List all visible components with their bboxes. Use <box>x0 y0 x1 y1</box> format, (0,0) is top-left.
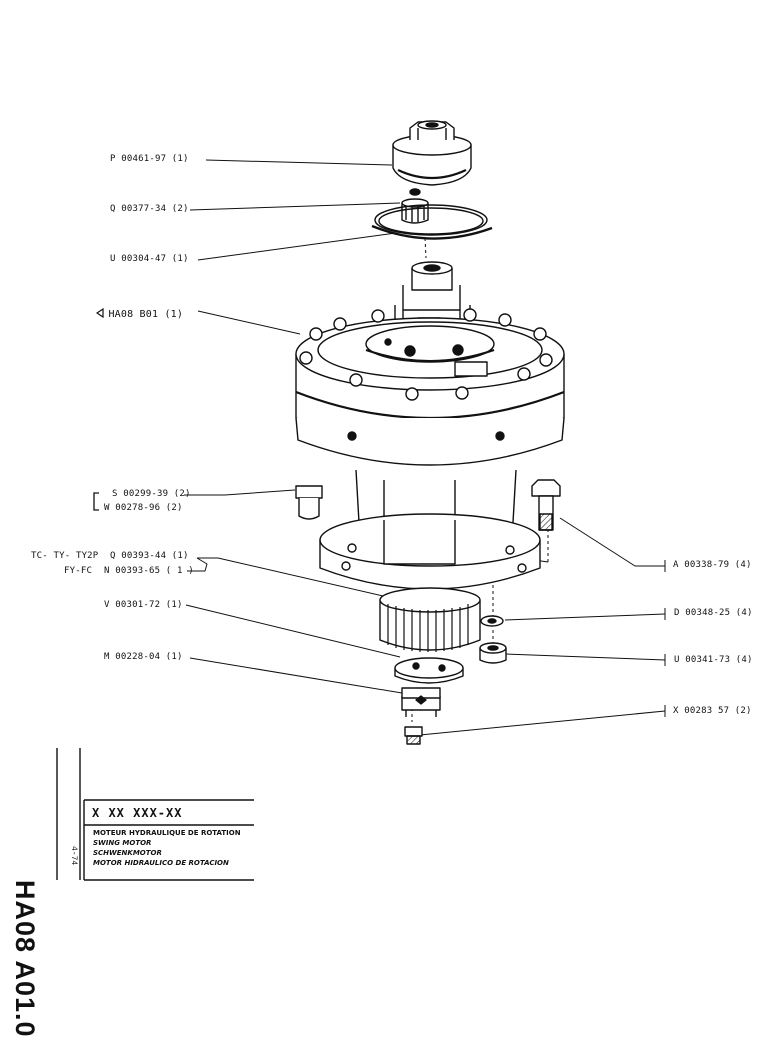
callout-pinion-cap: P 00461-97 (1) <box>110 154 189 164</box>
drawing-code: HA08 A01.0 <box>10 880 40 1038</box>
callout-gear-n: N 00393-65 ( 1 ) <box>104 566 194 576</box>
motor-lower-body <box>319 469 541 590</box>
thrust-washer-part <box>394 657 464 684</box>
callout-gear-q-prefix: TC- TY- TY2P <box>31 551 99 561</box>
nut-part <box>479 642 507 664</box>
screw-part <box>404 726 423 745</box>
callout-valve: Q 00377-34 (2) <box>110 204 189 214</box>
callout-washer-d: D 00348-25 (4) <box>674 608 753 618</box>
pinion-cap-part <box>392 120 472 186</box>
o-ring-part <box>371 204 493 240</box>
callout-gear-n-prefix: FY-FC <box>64 566 93 576</box>
callout-stud-s: S 00299-39 (2) <box>112 489 191 499</box>
lock-plate-part <box>401 687 441 717</box>
housing-bolts <box>299 308 553 401</box>
bolt-part <box>531 479 561 531</box>
motor-housing <box>295 308 565 466</box>
description-en: SWING MOTOR <box>93 839 152 847</box>
stud-part <box>295 485 323 520</box>
callout-screw-x: X 00283 57 (2) <box>673 706 752 716</box>
drawing-date: 4-74 <box>69 846 78 866</box>
description-de: SCHWENKMOTOR <box>93 849 162 857</box>
output-shaft <box>394 261 473 349</box>
callout-nut-u: U 00341-73 (4) <box>674 655 753 665</box>
description-es: MOTOR HIDRAULICO DE ROTACION <box>93 859 229 867</box>
assembly-triangle-icon <box>95 307 104 318</box>
callout-motor-assembly: HA08 B01 (1) <box>95 304 184 322</box>
motor-assembly-label: HA08 B01 (1) <box>108 309 184 320</box>
spring-washer-part <box>480 615 504 627</box>
bracket-icon <box>93 492 99 511</box>
callout-plate-m: M 00228-04 (1) <box>104 652 183 662</box>
exploded-view-drawing <box>56 120 666 881</box>
callout-bolt-a: A 00338-79 (4) <box>673 560 752 570</box>
description-fr: MOTEUR HYDRAULIQUE DE ROTATION <box>93 829 241 837</box>
callout-gear-q: Q 00393-44 (1) <box>110 551 189 561</box>
callout-washer-v: V 00301-72 (1) <box>104 600 183 610</box>
callout-stud-w: W 00278-96 (2) <box>104 503 183 513</box>
pinion-gear-part <box>379 587 481 652</box>
callout-o-ring: U 00304-47 (1) <box>110 254 189 264</box>
part-number: X XX XXX-XX <box>92 806 183 820</box>
title-block-frame <box>56 748 254 881</box>
